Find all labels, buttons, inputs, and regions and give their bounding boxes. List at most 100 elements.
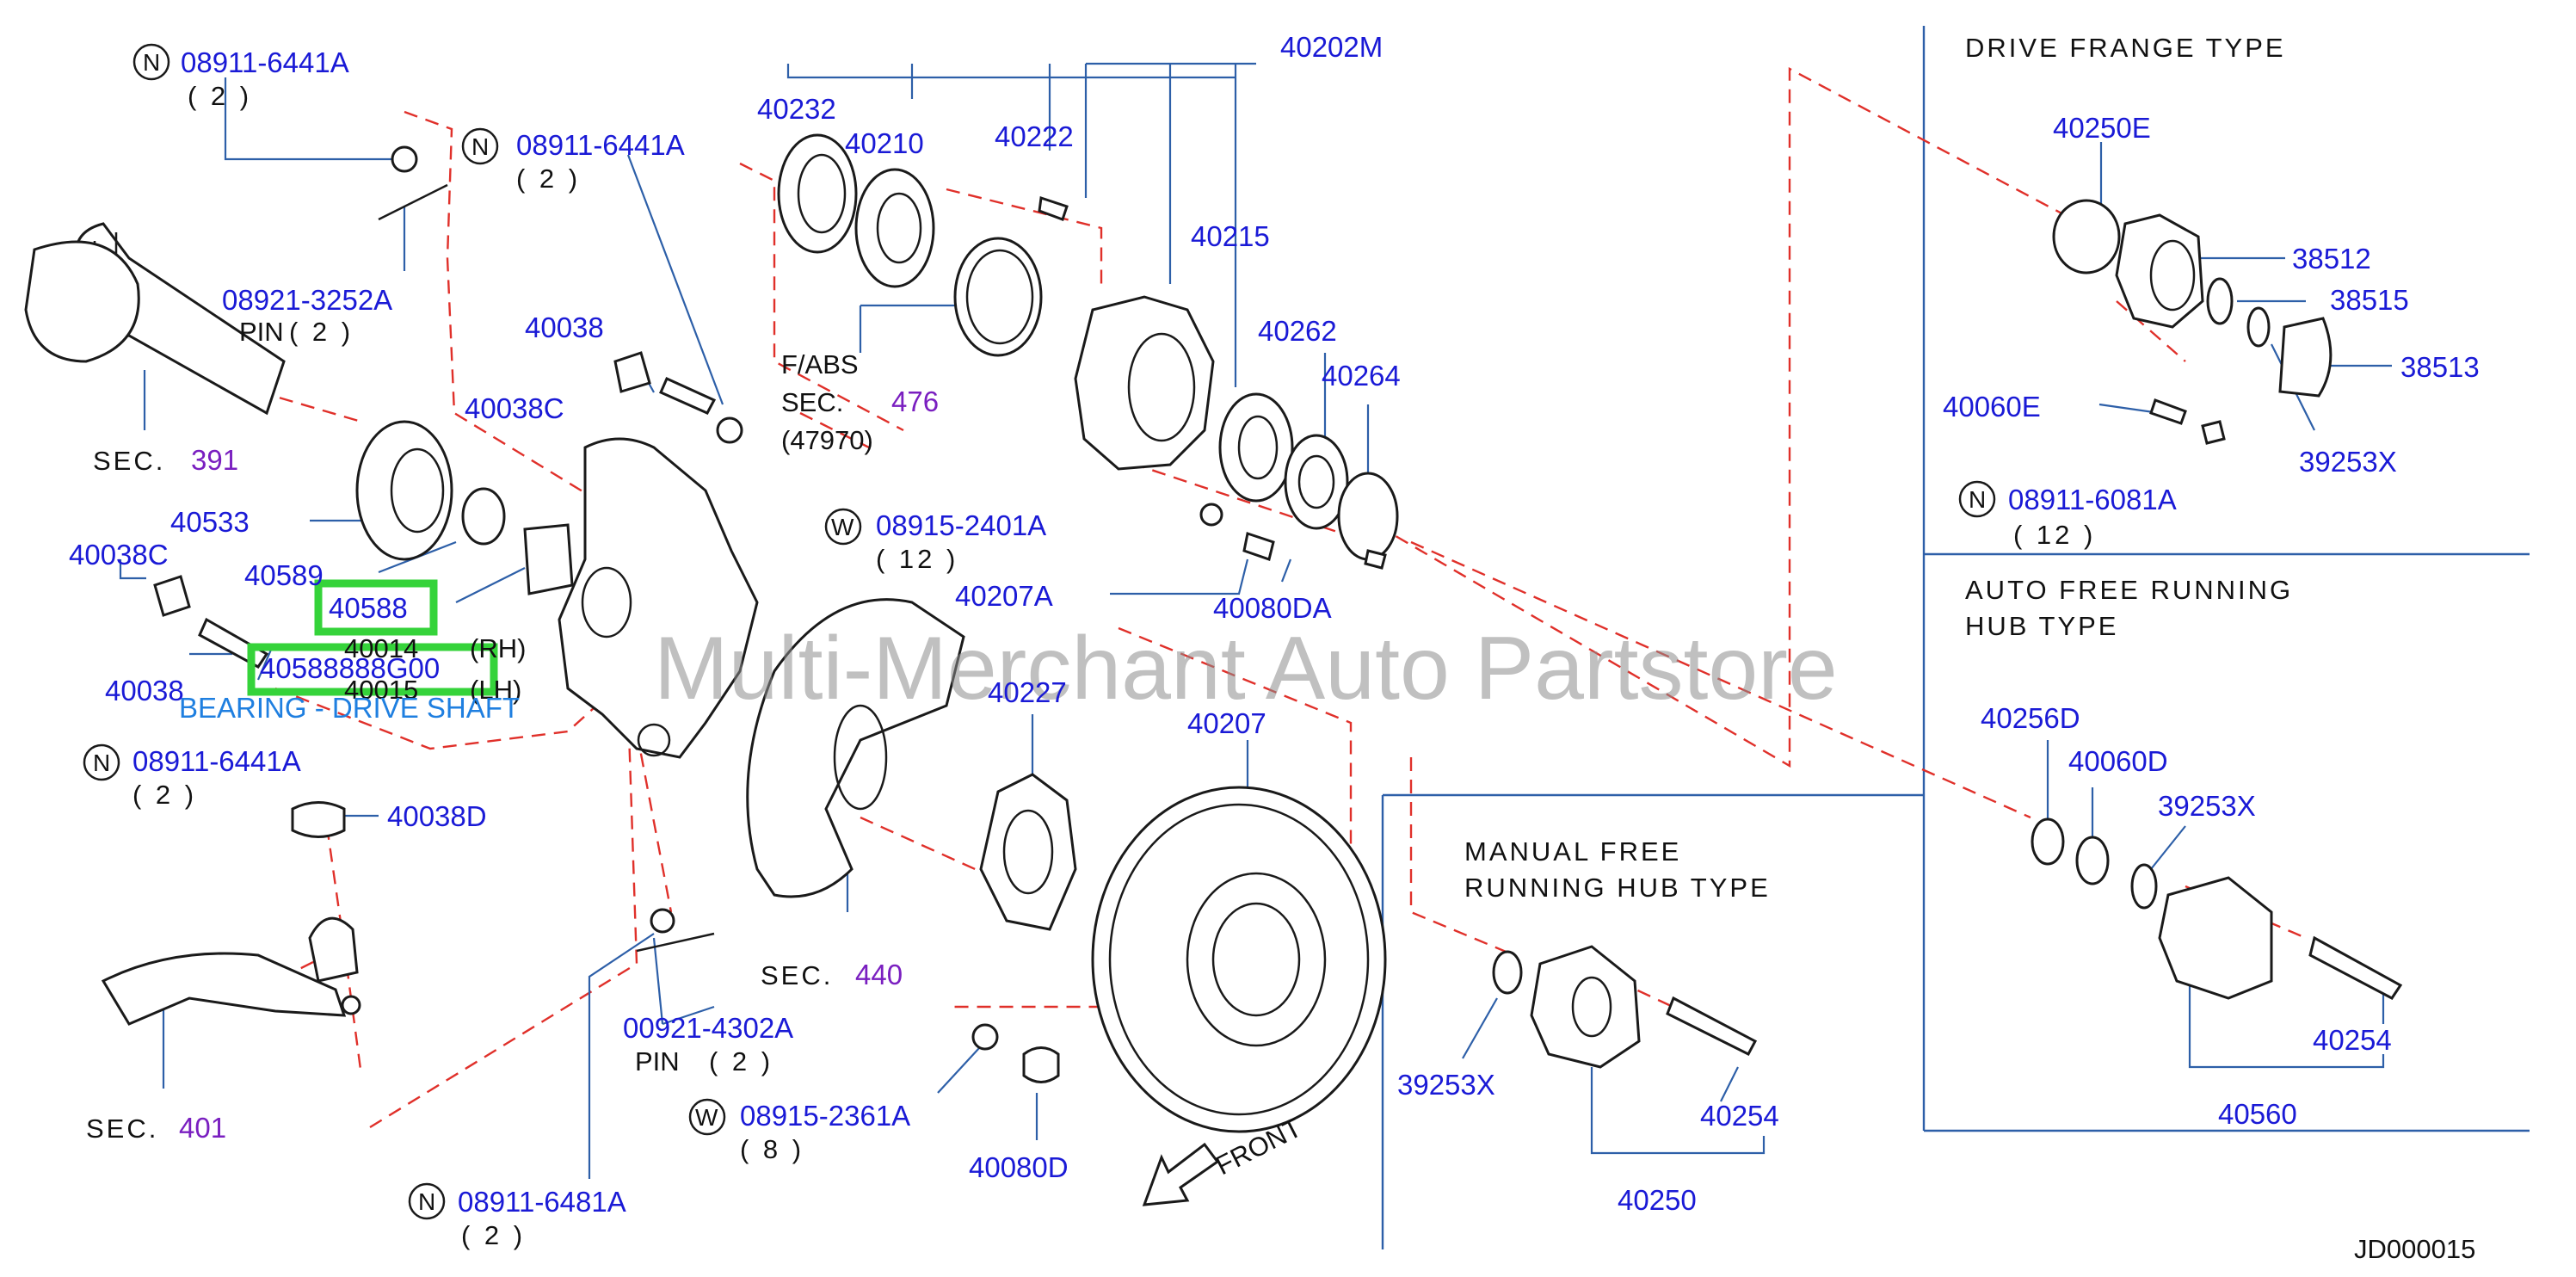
part-label[interactable]: 40533 [170, 506, 250, 538]
section-note: SEC. [86, 1114, 158, 1144]
section-ref[interactable]: 476 [891, 386, 939, 417]
quantity-label: ( 2 ) [132, 780, 197, 810]
section-note: F/ABS [781, 349, 859, 379]
symbol-n: N [93, 750, 110, 776]
bearing-40588 [523, 523, 574, 595]
bearing-note: BEARING - DRIVE SHAFT [179, 692, 520, 724]
section-note: SEC. [781, 387, 843, 417]
highlight-40588[interactable] [314, 579, 438, 636]
part-label[interactable]: 40589 [244, 559, 324, 591]
part-label[interactable]: 39253X [2158, 790, 2256, 822]
pin-00921 [636, 908, 715, 953]
section-ref[interactable]: 440 [855, 959, 903, 990]
part-label[interactable]: 40038D [387, 800, 487, 832]
quantity-label: ( 2 ) [289, 317, 354, 347]
part-label[interactable]: 40560 [2218, 1098, 2297, 1130]
part-label[interactable]: 40254 [2313, 1024, 2392, 1056]
symbol-w: W [831, 514, 854, 540]
part-label[interactable]: 40060D [2068, 745, 2168, 777]
washer-bolt-40080D [971, 1023, 1060, 1083]
part-label[interactable]: 38515 [2330, 284, 2409, 316]
part-label[interactable]: 08911-6441A [132, 745, 301, 777]
part-label[interactable]: 40202M [1280, 31, 1383, 63]
part-label[interactable]: 08911-6481A [458, 1186, 626, 1218]
manual-free-parts [1492, 945, 1758, 1069]
part-label[interactable]: 40256D [1981, 702, 2080, 734]
section-note: SEC. [93, 446, 165, 476]
part-label[interactable]: 40222 [995, 120, 1074, 152]
part-label[interactable]: 40264 [1322, 360, 1401, 392]
section-note: (47970) [781, 425, 873, 455]
watermark: Multi-Merchant Auto Partstore [654, 619, 1838, 719]
bearing-40262 [1218, 392, 1294, 503]
part-label[interactable]: 40262 [1258, 315, 1337, 347]
part-label[interactable]: 40038 [105, 675, 184, 706]
part-label[interactable]: 40227 [988, 676, 1067, 708]
symbol-n: N [418, 1188, 435, 1215]
caliper-bracket-40227 [979, 773, 1077, 931]
part-label[interactable]: 40080DA [1213, 592, 1332, 624]
part-label[interactable]: 40588 [329, 592, 408, 624]
section-note: SEC. [761, 960, 833, 990]
part-label[interactable]: 39253X [1397, 1069, 1495, 1101]
part-label[interactable]: 40210 [845, 127, 924, 159]
part-label[interactable]: 40232 [757, 93, 836, 125]
part-label[interactable]: 40038 [525, 312, 604, 343]
part-label[interactable]: 38513 [2400, 351, 2480, 383]
part-label[interactable]: 08921-3252A [222, 284, 392, 316]
part-label[interactable]: 40250E [2053, 112, 2151, 144]
dust-shield-40207A [746, 598, 965, 898]
part-label[interactable]: 08915-2361A [740, 1100, 910, 1132]
pin-label: PIN [239, 317, 284, 347]
part-label[interactable]: 40250 [1618, 1184, 1697, 1216]
quantity-label: ( 2 ) [709, 1046, 773, 1077]
cap-40038C-left [153, 575, 191, 617]
washer-40080DA [1199, 503, 1387, 570]
part-labels: 08911-6441A ( 2 ) 08911-6441A ( 2 ) 0892… [69, 31, 2480, 1264]
part-label[interactable]: 00921-4302A [623, 1012, 793, 1044]
part-label[interactable]: 40588888G00 [260, 652, 440, 684]
drive-flange-parts [2052, 199, 2333, 445]
highlight-40058888G00[interactable] [247, 643, 498, 696]
hub-bearings [777, 133, 1069, 357]
part-label[interactable]: 38512 [2292, 243, 2371, 275]
part-label[interactable]: 08915-2401A [876, 509, 1046, 541]
front-arrow-icon [1142, 1142, 1220, 1206]
section-heading: HUB TYPE [1965, 611, 2118, 641]
quantity-label: ( 2 ) [461, 1220, 526, 1250]
section-ref[interactable]: 391 [191, 444, 238, 476]
knuckle [558, 437, 759, 759]
drive-shaft [24, 222, 286, 416]
part-label[interactable]: 40254 [1700, 1100, 1779, 1132]
symbol-n: N [471, 133, 489, 160]
seal-40264 [1284, 434, 1399, 561]
diagram-code: JD000015 [2354, 1234, 2475, 1264]
quantity-label: ( 2 ) [516, 163, 581, 194]
section-heading: MANUAL FREE [1464, 836, 1681, 867]
quantity-label: ( 12 ) [2013, 520, 2096, 550]
part-label[interactable]: 40207A [955, 580, 1053, 612]
part-label[interactable]: 40038C [69, 539, 169, 571]
part-label[interactable]: 08911-6441A [516, 129, 685, 161]
part-label[interactable]: 08911-6081A [2008, 484, 2177, 515]
part-label-knuckle-lh: 40015 [344, 675, 418, 705]
part-label[interactable]: 08911-6441A [181, 46, 349, 78]
part-label[interactable]: 39253X [2299, 446, 2397, 478]
symbol-n: N [143, 49, 160, 76]
part-label[interactable]: 40215 [1191, 220, 1270, 252]
symbol-w: W [695, 1104, 718, 1131]
side-label: (LH) [470, 675, 521, 705]
hub-40202M [1074, 295, 1215, 471]
pin-label: PIN [635, 1046, 680, 1077]
part-label[interactable]: 40038C [465, 392, 564, 424]
part-label[interactable]: 40060E [1943, 391, 2041, 423]
section-ref[interactable]: 401 [179, 1112, 226, 1144]
part-label[interactable]: 40080D [969, 1151, 1069, 1183]
bearing-40533 [355, 420, 506, 561]
part-label[interactable]: 40207 [1187, 707, 1266, 739]
quantity-label: ( 12 ) [876, 544, 958, 574]
auto-free-parts [2031, 817, 2403, 1000]
side-label: (RH) [470, 633, 526, 663]
quantity-label: ( 2 ) [188, 81, 252, 111]
